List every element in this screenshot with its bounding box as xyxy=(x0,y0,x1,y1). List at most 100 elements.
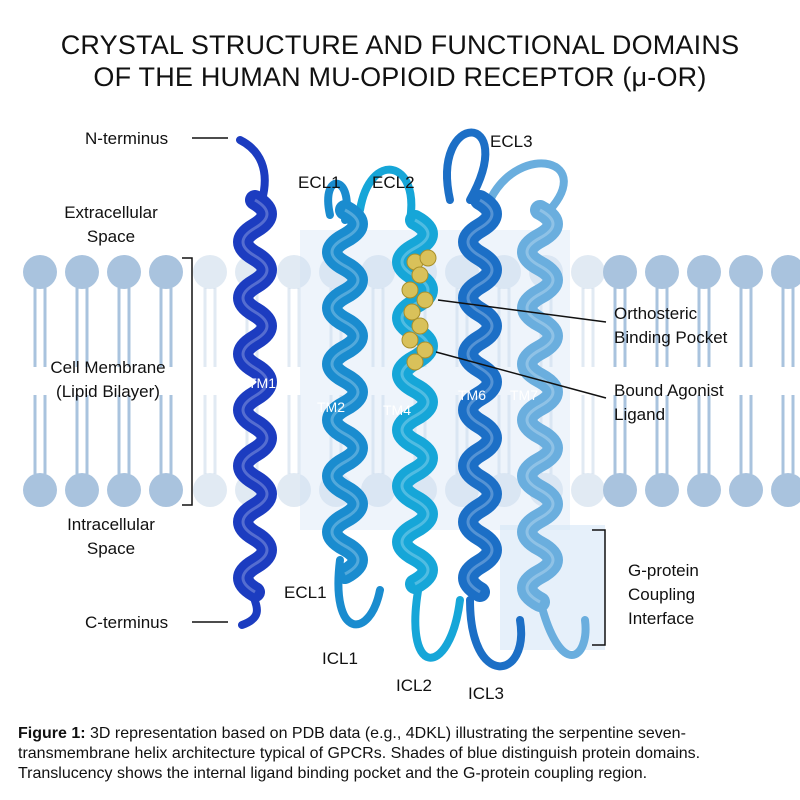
lipid-tail xyxy=(33,395,47,474)
lipid-tail xyxy=(287,288,301,367)
icl3-loop xyxy=(466,596,526,671)
ligand-atom xyxy=(401,281,419,299)
n-terminus-loop xyxy=(236,136,269,204)
g-protein-bracket xyxy=(592,529,606,646)
pocket-label: Orthosteric xyxy=(614,304,698,323)
icl3-label: ICL3 xyxy=(468,684,504,703)
lipid-head xyxy=(107,255,141,289)
ligand-atom xyxy=(403,303,421,321)
tm6-label: TM6 xyxy=(458,387,486,403)
tm2-helix xyxy=(322,200,368,584)
membrane-label: Cell Membrane xyxy=(50,358,165,377)
lipid-tail xyxy=(655,395,669,474)
ecl3-label: ECL3 xyxy=(490,132,533,151)
lipid-tail xyxy=(33,288,47,367)
lipid-tail xyxy=(159,288,173,367)
tm2-helix-highlight xyxy=(330,208,360,576)
lipid-head xyxy=(729,473,763,507)
intracellular-label-2: Space xyxy=(87,539,135,558)
extracellular-label-2: Space xyxy=(87,227,135,246)
lipid-head xyxy=(149,255,183,289)
ligand-atom xyxy=(419,249,437,267)
lipid-head xyxy=(23,473,57,507)
lipid-tail xyxy=(581,288,595,367)
lipid-head xyxy=(65,255,99,289)
lipid-head xyxy=(65,473,99,507)
lipid-head xyxy=(729,255,763,289)
membrane-bracket xyxy=(182,257,193,506)
lipid-head xyxy=(687,473,721,507)
lipid-tail xyxy=(75,395,89,474)
title-line-1: CRYSTAL STRUCTURE AND FUNCTIONAL DOMAINS xyxy=(60,30,740,60)
lipid-head xyxy=(107,473,141,507)
caption-text: 3D representation based on PDB data (e.g… xyxy=(18,725,701,782)
lipid-head xyxy=(645,255,679,289)
pocket-label-2: Binding Pocket xyxy=(614,328,728,347)
membrane-label-2: (Lipid Bilayer) xyxy=(56,382,160,401)
extracellular-label: Extracellular xyxy=(64,203,158,222)
lipid-tail xyxy=(781,288,795,367)
lipid-head xyxy=(603,473,637,507)
lipid-head xyxy=(571,255,605,289)
lipid-tail xyxy=(75,288,89,367)
ecl2-loop xyxy=(356,165,416,224)
helices xyxy=(233,128,590,671)
g-protein-label: G-protein xyxy=(628,561,699,580)
ecl2-label: ECL2 xyxy=(372,173,415,192)
lipid-head xyxy=(149,473,183,507)
c-terminus-label: C-terminus xyxy=(85,613,168,632)
lipid-head xyxy=(23,255,57,289)
lipid-head xyxy=(277,255,311,289)
ecl3-loop xyxy=(443,128,490,204)
lipid-tail xyxy=(287,395,301,474)
tm6-helix xyxy=(458,190,502,602)
icl1-label: ICL1 xyxy=(322,649,358,668)
tm7-helix-highlight xyxy=(525,208,555,604)
ecl3-loop-2 xyxy=(486,159,568,219)
n-terminus-label: N-terminus xyxy=(85,129,168,148)
caption-label: Figure 1: xyxy=(18,725,86,742)
lipid-head xyxy=(193,473,227,507)
icl1-loop xyxy=(334,556,384,629)
tm1-label: TM1 xyxy=(248,375,276,391)
lipid-tail xyxy=(117,288,131,367)
lipid-tail xyxy=(159,395,173,474)
ecl1-bottom-label: ECL1 xyxy=(284,583,327,602)
tm1-helix-highlight xyxy=(241,198,269,594)
g-protein-label-2: Coupling xyxy=(628,585,695,604)
lipid-tail xyxy=(697,395,711,474)
ligand-label: Bound Agonist xyxy=(614,381,724,400)
ligand-atom xyxy=(411,317,429,335)
lipid-tail xyxy=(371,395,385,474)
ecl1-top-label: ECL1 xyxy=(298,173,341,192)
lipid-tail xyxy=(781,395,795,474)
lipid-head xyxy=(771,473,800,507)
lipid-head xyxy=(277,473,311,507)
lipid-tail xyxy=(655,288,669,367)
lipid-tail xyxy=(203,288,217,367)
tm6-helix-highlight xyxy=(466,198,494,594)
figure-caption: Figure 1: 3D representation based on PDB… xyxy=(18,724,788,784)
ligand-atom xyxy=(416,291,434,309)
lipid-tail xyxy=(581,395,595,474)
icl2-loop xyxy=(411,576,464,662)
lipid-head xyxy=(687,255,721,289)
tm1-helix xyxy=(233,190,277,602)
lipid-head xyxy=(771,255,800,289)
receptor-diagram: N-terminus C-terminus Extracellular Spac… xyxy=(23,128,800,703)
lipid-head xyxy=(571,473,605,507)
lipid-tail xyxy=(203,395,217,474)
icl2-label: ICL2 xyxy=(396,676,432,695)
ligand-atom xyxy=(416,341,434,359)
c-tail-loop xyxy=(536,596,590,659)
ligand-atom xyxy=(406,353,424,371)
tm4-label: TM4 xyxy=(383,402,411,418)
tm2-label: TM2 xyxy=(317,399,345,415)
lipid-tail xyxy=(371,288,385,367)
intracellular-label: Intracellular xyxy=(67,515,155,534)
title-line-2: OF THE HUMAN MU-OPIOID RECEPTOR (μ-OR) xyxy=(93,62,707,92)
lipid-tail xyxy=(613,288,627,367)
ligand-atom xyxy=(401,331,419,349)
lipid-tail xyxy=(739,288,753,367)
tm7-helix xyxy=(517,200,563,612)
